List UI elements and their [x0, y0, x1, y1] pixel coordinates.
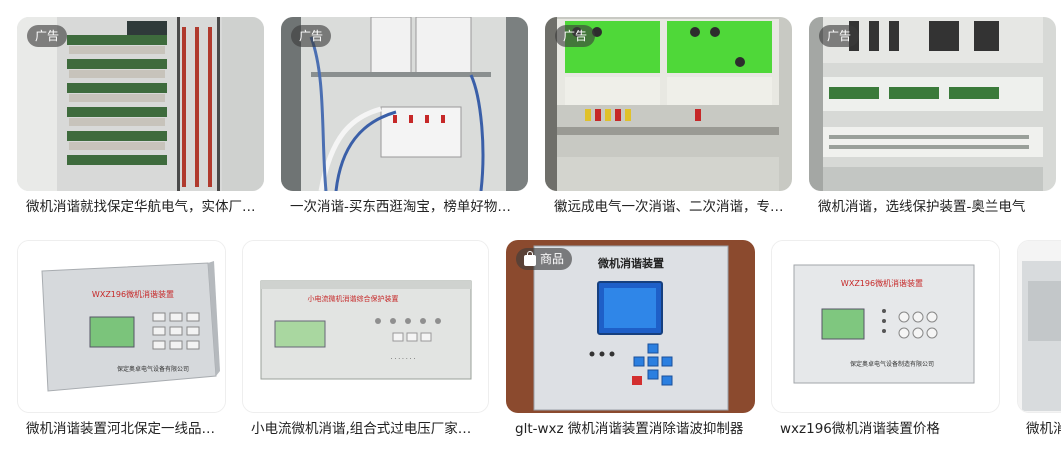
- result-card-8[interactable]: WXZ196微机消谐装置 保定奥卓电气设备制造有限公司 wxz196微机消谐装置…: [771, 240, 1000, 445]
- result-image[interactable]: WXZ196微机消谐装置 保定奥卓电气设备有限公司: [17, 240, 226, 413]
- device-title: WXZ196微机消谐装置: [92, 289, 174, 299]
- result-caption[interactable]: 微机消谐就找保定华航电气，实体厂家可定制: [26, 199, 258, 215]
- result-card-7[interactable]: 微机消谐装置 商品 glt-wxz 微机消谐装置消除谐波抑制器: [506, 240, 755, 445]
- result-image[interactable]: 广告: [809, 17, 1056, 191]
- ad-badge: 广告: [291, 25, 332, 47]
- result-card-5[interactable]: WXZ196微机消谐装置 保定奥卓电气设备有限公司 微机消谐装置河北保定一线品牌…: [17, 240, 226, 445]
- svg-text:· · · · · · ·: · · · · · · ·: [391, 356, 416, 363]
- product-photo: 微机消谐装置: [506, 240, 755, 413]
- result-card-6[interactable]: 小电流微机消谐综合保护装置 · · · · · · · 小电流微机消谐,组合式过…: [242, 240, 489, 445]
- device-title: 小电流微机消谐综合保护装置: [308, 294, 399, 303]
- result-caption[interactable]: 微机消谐装置河北保定一线品牌厂家: [26, 421, 220, 437]
- ad-badge: 广告: [819, 25, 860, 47]
- device-title: WXZ196微机消谐装置: [841, 278, 923, 288]
- result-caption[interactable]: 微机消: [1026, 421, 1061, 437]
- ad-badge: 广告: [27, 25, 68, 47]
- result-card-4[interactable]: 广告 微机消谐，选线保护装置-奥兰电气: [809, 17, 1056, 227]
- result-card-3[interactable]: 广告 徽远成电气一次消谐、二次消谐，专业生产厂家: [545, 17, 792, 227]
- panel-title: 微机消谐装置: [597, 256, 664, 270]
- result-caption[interactable]: 徽远成电气一次消谐、二次消谐，专业生产厂家: [554, 199, 786, 215]
- result-image[interactable]: 微机消谐装置 商品: [506, 240, 755, 413]
- result-caption[interactable]: 微机消谐，选线保护装置-奥兰电气: [818, 199, 1026, 215]
- result-caption[interactable]: 一次消谐-买东西逛淘宝，榜单好物任你挑选: [290, 199, 522, 215]
- result-card-1[interactable]: 广告 微机消谐就找保定华航电气，实体厂家可定制: [17, 17, 264, 227]
- module-photo: [545, 17, 792, 191]
- device-footer: 保定奥卓电气设备有限公司: [117, 365, 189, 373]
- rack-device-photo: 小电流微机消谐综合保护装置 · · · · · · ·: [243, 241, 488, 412]
- result-image[interactable]: 小电流微机消谐综合保护装置 · · · · · · ·: [242, 240, 489, 413]
- result-image[interactable]: [1017, 240, 1061, 413]
- ad-badge: 广告: [555, 25, 596, 47]
- device-footer: 保定奥卓电气设备制造有限公司: [850, 360, 934, 368]
- shopping-bag-icon: [524, 250, 536, 266]
- result-card-9[interactable]: 微机消: [1017, 240, 1061, 445]
- device-photo: [1018, 241, 1061, 412]
- device-photo: WXZ196微机消谐装置 保定奥卓电气设备有限公司: [18, 241, 225, 412]
- result-caption[interactable]: wxz196微机消谐装置价格: [780, 421, 940, 437]
- product-badge: 商品: [516, 248, 573, 270]
- result-card-2[interactable]: 广告 一次消谐-买东西逛淘宝，榜单好物任你挑选: [281, 17, 528, 227]
- device-photo: WXZ196微机消谐装置 保定奥卓电气设备制造有限公司: [772, 241, 999, 412]
- result-image[interactable]: 广告: [17, 17, 264, 191]
- result-caption[interactable]: glt-wxz 微机消谐装置消除谐波抑制器: [515, 421, 744, 437]
- result-caption[interactable]: 小电流微机消谐,组合式过电压厂家直销: [251, 421, 483, 437]
- result-image[interactable]: WXZ196微机消谐装置 保定奥卓电气设备制造有限公司: [771, 240, 1000, 413]
- result-image[interactable]: 广告: [281, 17, 528, 191]
- result-image[interactable]: 广告: [545, 17, 792, 191]
